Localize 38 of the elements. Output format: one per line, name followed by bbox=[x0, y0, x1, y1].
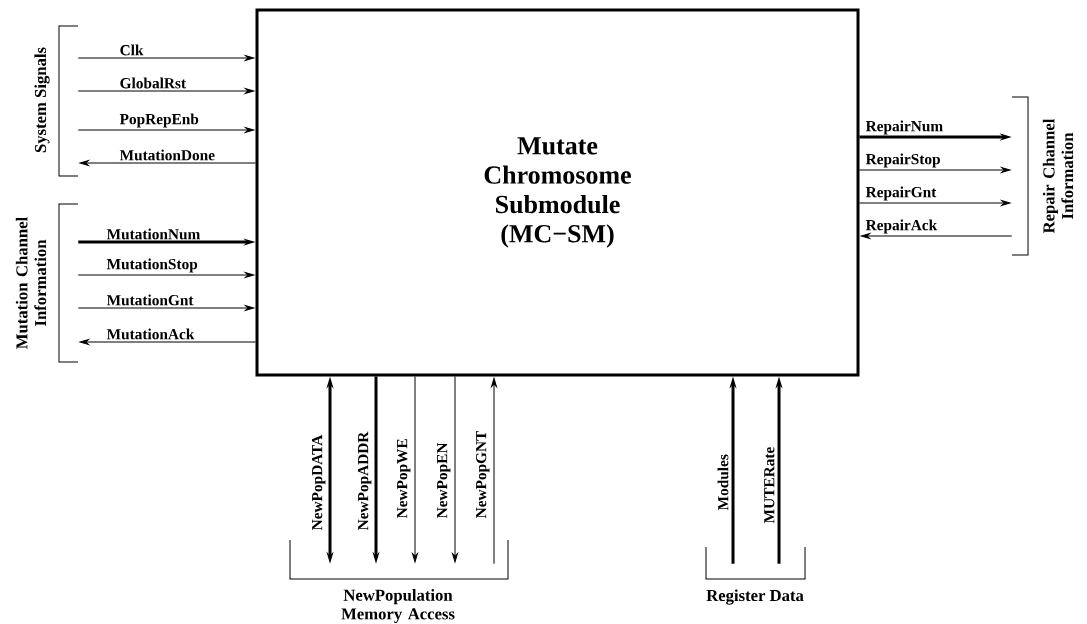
signal-arrow bbox=[859, 200, 1011, 206]
signal-arrow bbox=[860, 233, 1013, 239]
signal-label: MutationAck bbox=[106, 328, 195, 340]
signal-label: MutationGnt bbox=[106, 294, 194, 306]
group-label: Mutation Channel Information bbox=[15, 217, 47, 349]
signal-arrow bbox=[77, 55, 255, 61]
group-label: NewPopulation Memory Access bbox=[341, 589, 455, 623]
signal-label: MUTERate bbox=[764, 447, 775, 524]
signal-label: Modules bbox=[717, 454, 729, 511]
signal-label: NewPopGNT bbox=[476, 430, 490, 519]
signal-arrow bbox=[77, 272, 255, 278]
signal-label: NewPopWE bbox=[397, 439, 411, 519]
signal-arrow bbox=[79, 339, 256, 345]
signal-arrow bbox=[412, 376, 418, 563]
signal-label: RepairNum bbox=[865, 120, 943, 135]
signal-arrow bbox=[77, 305, 255, 311]
signal-arrow bbox=[79, 160, 256, 166]
module-box: Mutate Chromosome Submodule (MC−SM) bbox=[255, 8, 860, 377]
group-label: Register Data bbox=[706, 589, 804, 605]
signal-arrow bbox=[77, 88, 255, 94]
signal-label: MutationDone bbox=[119, 149, 215, 161]
signal-label: RepairAck bbox=[865, 219, 938, 234]
signal-label: RepairGnt bbox=[865, 186, 937, 201]
signal-arrow bbox=[491, 377, 497, 565]
group-label: Repair Channel Information bbox=[1042, 118, 1074, 234]
signal-label: PopRepEnb bbox=[119, 113, 199, 128]
signal-label: NewPopADDR bbox=[358, 431, 372, 531]
group-label: System Signals bbox=[34, 47, 50, 153]
signal-arrow bbox=[452, 376, 458, 563]
signal-arrow bbox=[859, 167, 1011, 173]
signal-label: MutationStop bbox=[106, 258, 198, 273]
signal-label: RepairStop bbox=[865, 153, 940, 168]
signal-arrow bbox=[77, 127, 255, 133]
signal-label: MutationNum bbox=[106, 228, 201, 240]
signal-label: NewPopDATA bbox=[312, 434, 326, 531]
signal-label: GlobalRst bbox=[120, 77, 186, 89]
signal-label: Clk bbox=[120, 44, 144, 56]
signal-label: NewPopEN bbox=[437, 442, 451, 519]
